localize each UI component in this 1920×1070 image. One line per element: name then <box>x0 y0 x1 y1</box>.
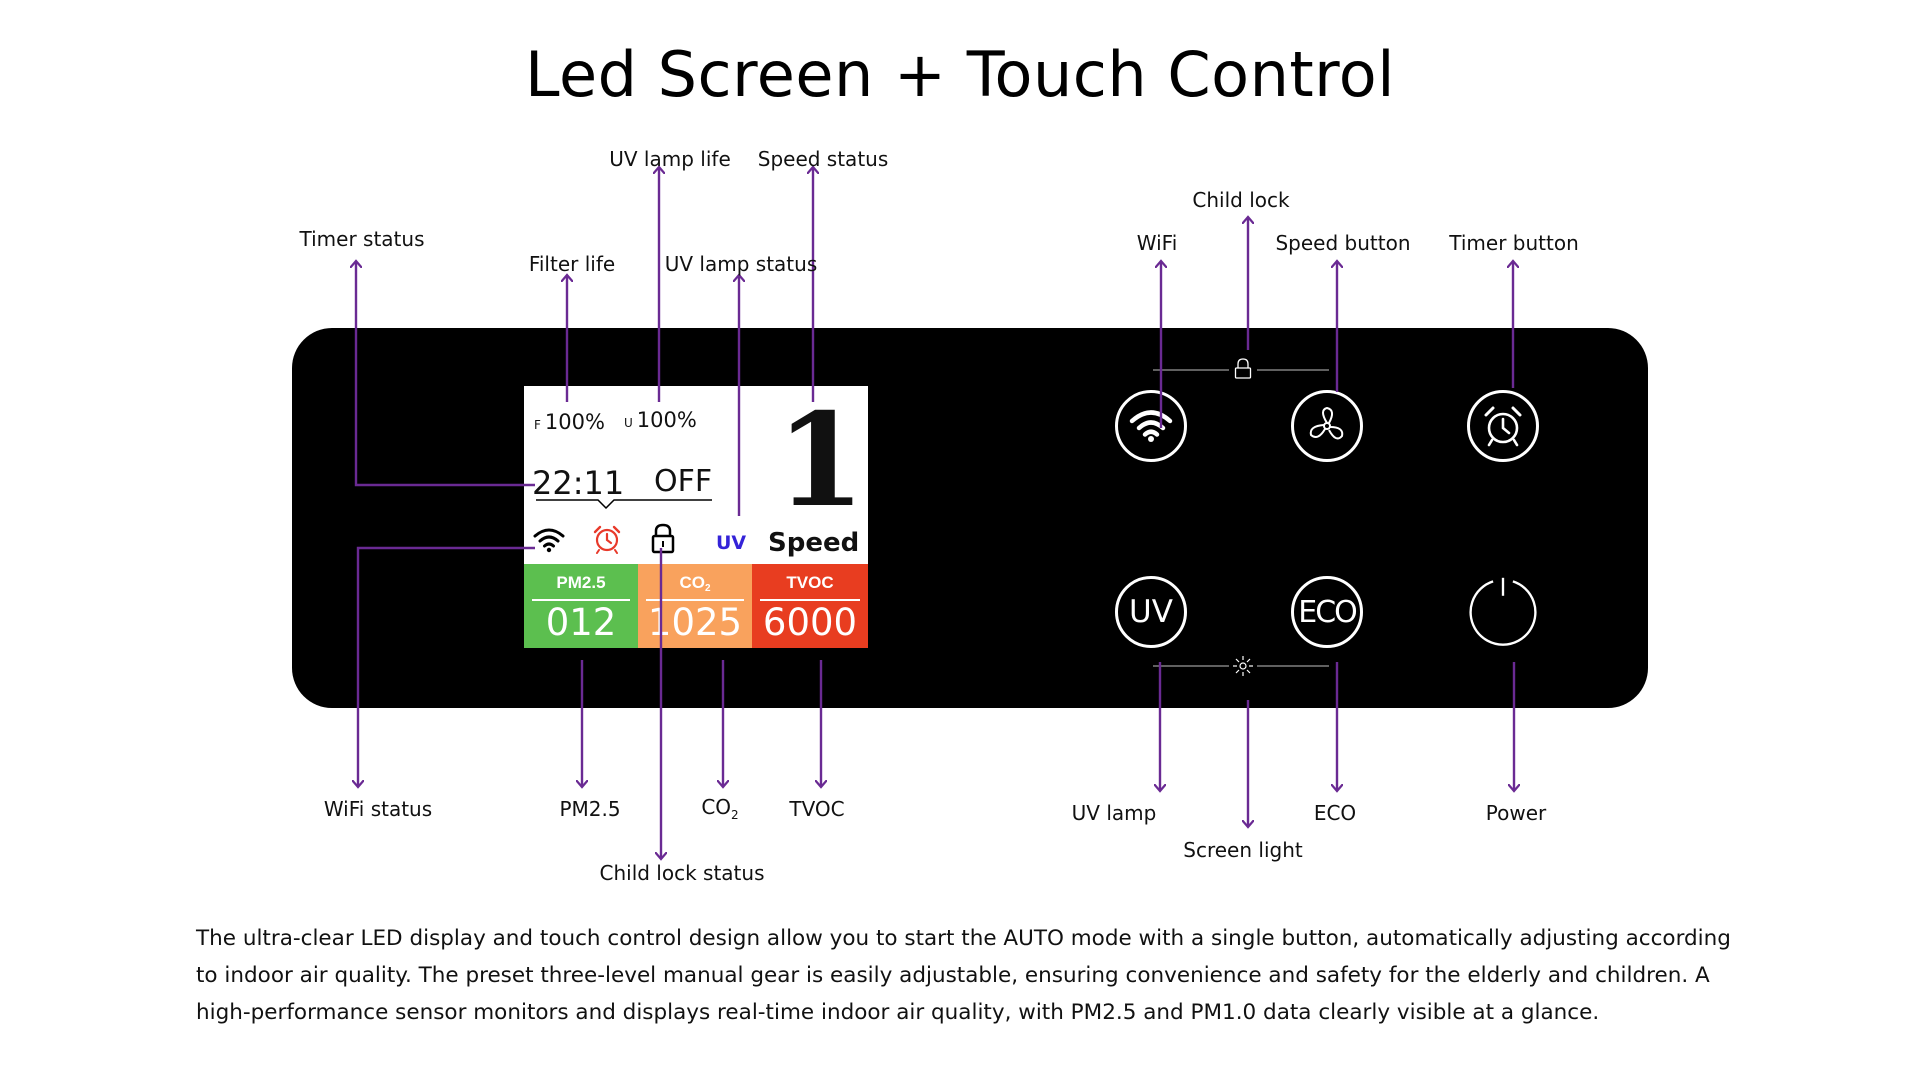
uv-button[interactable]: UV <box>1115 576 1187 648</box>
description-text: The ultra-clear LED display and touch co… <box>196 926 1731 1025</box>
screen-light-icon <box>1233 656 1253 676</box>
speed-label: Speed <box>768 528 860 558</box>
label-timer-button: Timer button <box>1449 231 1579 255</box>
label-tvoc: TVOC <box>789 797 845 821</box>
uv-status-indicator: UV <box>716 532 747 554</box>
label-wifi-status: WiFi status <box>323 797 433 821</box>
clock-underline <box>536 499 712 510</box>
label-power: Power <box>1485 801 1547 825</box>
timer-button[interactable] <box>1467 390 1539 462</box>
control-panel <box>292 328 1648 708</box>
eco-button[interactable]: ECO <box>1291 576 1363 648</box>
wifi-status-icon <box>533 528 565 553</box>
fan-icon <box>1309 406 1344 440</box>
label-timer-status: Timer status <box>299 227 425 251</box>
label-co2: CO2 <box>701 795 739 822</box>
label-speed-button: Speed button <box>1275 231 1411 255</box>
label-speed-status: Speed status <box>757 147 889 171</box>
label-eco: ECO <box>1313 801 1357 825</box>
label-uv-lamp-life: UV lamp life <box>609 147 731 171</box>
label-uv-lamp: UV lamp <box>1071 801 1157 825</box>
alarm-status-icon <box>593 525 621 554</box>
child-lock-status-icon <box>651 523 675 554</box>
label-child-lock-status: Child lock status <box>599 861 765 885</box>
label-child-lock: Child lock <box>1192 188 1290 212</box>
tvoc-tile: TVOC 6000 <box>752 564 868 648</box>
timer-state-readout: OFF <box>654 464 713 499</box>
label-filter-life: Filter life <box>528 252 616 276</box>
alarm-clock-icon <box>1484 406 1522 447</box>
speed-button[interactable] <box>1291 390 1363 462</box>
tvoc-value: 6000 <box>762 601 858 644</box>
co2-value: 1025 <box>647 601 743 644</box>
pm25-tile: PM2.5 012 <box>524 564 638 648</box>
power-icon <box>1469 577 1537 646</box>
label-pm25: PM2.5 <box>559 797 621 821</box>
panel-lock-icon <box>1234 358 1252 379</box>
label-uv-lamp-status: UV lamp status <box>664 252 818 276</box>
label-wifi: WiFi <box>1136 231 1178 255</box>
label-screen-light: Screen light <box>1183 838 1303 862</box>
co2-tile: CO2 1025 <box>638 564 752 648</box>
pm25-value: 012 <box>545 601 617 644</box>
speed-readout: 1 <box>776 386 866 536</box>
clock-readout: 22:11 <box>532 464 625 502</box>
power-button[interactable] <box>1467 576 1539 648</box>
page-title: Led Screen + Touch Control <box>525 38 1395 111</box>
